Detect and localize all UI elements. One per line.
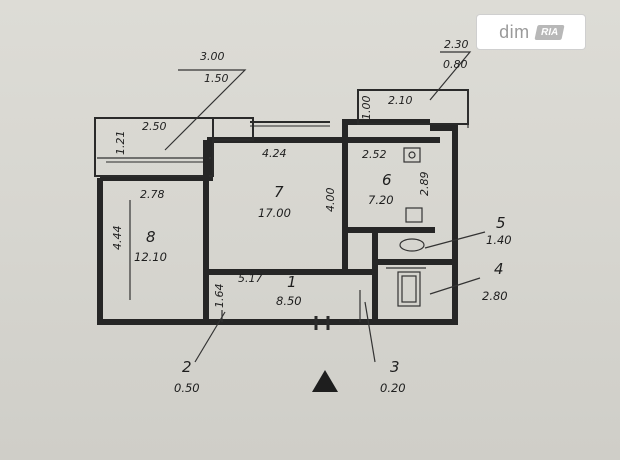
room-number: 8 bbox=[146, 228, 156, 246]
room-area: 0.50 bbox=[174, 381, 200, 395]
room-area: 12.10 bbox=[134, 250, 167, 264]
dimension-text: 5.17 bbox=[238, 272, 263, 285]
dimension-text: 1.64 bbox=[213, 284, 226, 309]
room-number: 7 bbox=[274, 183, 284, 201]
dimension-text: 1.21 bbox=[114, 131, 127, 156]
balcony-area: 0.80 bbox=[443, 58, 468, 71]
dimension-text: 2.50 bbox=[142, 120, 167, 133]
doors bbox=[221, 290, 361, 330]
room-labels: 1 8.50 2 0.50 3 0.20 4 2.80 5 1.40 6 7.2… bbox=[134, 171, 512, 395]
dimension-text: 2.89 bbox=[418, 172, 431, 197]
room-area: 17.00 bbox=[258, 206, 291, 220]
dimension-text: 4.00 bbox=[324, 188, 337, 213]
logo-badge: RIA bbox=[534, 24, 565, 40]
north-arrow-icon bbox=[312, 370, 338, 392]
fixtures bbox=[129, 147, 426, 307]
dimension-text: 2.52 bbox=[362, 148, 387, 161]
balcony-number: 3.00 bbox=[200, 50, 225, 63]
room-area: 2.80 bbox=[482, 289, 508, 303]
room-number: 5 bbox=[496, 214, 506, 232]
balcony-left bbox=[94, 117, 254, 177]
dimension-text: 4.24 bbox=[262, 147, 287, 160]
windows bbox=[106, 121, 330, 163]
dimension-text: 2.10 bbox=[388, 94, 413, 107]
room-number: 6 bbox=[382, 171, 392, 189]
dimria-logo: dim RIA bbox=[477, 15, 585, 49]
room-area: 1.40 bbox=[486, 233, 512, 247]
room-number: 4 bbox=[494, 260, 504, 278]
room-area: 0.20 bbox=[380, 381, 406, 395]
dimension-text: 2.78 bbox=[140, 188, 165, 201]
leader-lines bbox=[164, 51, 486, 363]
dimension-labels: 2.50 1.21 2.10 1.00 4.24 4.00 2.78 4.44 … bbox=[111, 94, 431, 308]
room-number: 3 bbox=[390, 358, 400, 376]
balcony-labels: 3.00 1.50 2.30 0.80 bbox=[200, 38, 469, 85]
balcony-right bbox=[357, 89, 469, 128]
room-area: 8.50 bbox=[276, 294, 302, 308]
logo-brand-text: dim bbox=[499, 21, 530, 42]
room-number: 1 bbox=[287, 273, 297, 291]
dimension-text: 1.00 bbox=[360, 96, 373, 121]
dimension-text: 4.44 bbox=[111, 226, 124, 251]
room-area: 7.20 bbox=[368, 193, 394, 207]
interior-walls bbox=[97, 137, 455, 322]
balcony-number: 2.30 bbox=[444, 38, 469, 51]
balcony-area: 1.50 bbox=[204, 72, 229, 85]
room-number: 2 bbox=[182, 358, 192, 376]
